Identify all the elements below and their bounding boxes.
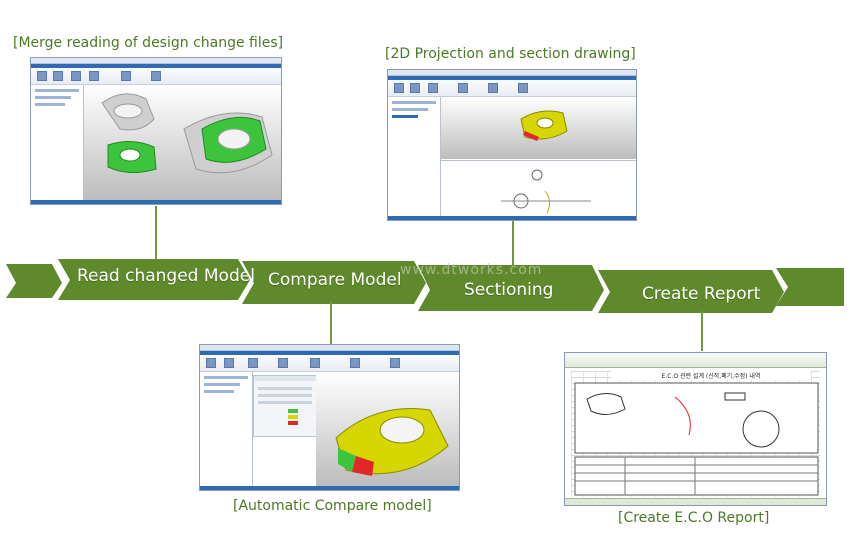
screenshot-automatic-compare — [199, 344, 460, 491]
compare-settings-panel — [253, 375, 317, 437]
eco-sheet-title: E.C.O 관련 설계 (신작,폐기,수정) 내역 — [611, 371, 811, 380]
screenshot-2d-projection — [387, 69, 637, 221]
compare-model-render — [335, 408, 449, 476]
projection-drawing — [501, 169, 591, 214]
caption-create-eco-report: [Create E.C.O Report] — [618, 510, 770, 526]
eco-sketches — [574, 382, 819, 496]
step-chevron-compare — [242, 261, 426, 304]
connector-report — [701, 311, 703, 351]
merged-models-render — [101, 93, 273, 174]
step-chevron-report — [598, 270, 784, 313]
step-label-read-changed-model: Read changed Model — [77, 266, 255, 286]
screenshot-eco-report: E.C.O 관련 설계 (신작,폐기,수정) 내역 — [564, 352, 827, 506]
step-label-sectioning: Sectioning — [464, 280, 554, 300]
connector-merge — [155, 206, 157, 260]
connector-compare — [330, 302, 332, 344]
connector-projection — [512, 221, 514, 266]
caption-merge-reading: [Merge reading of design change files] — [13, 35, 284, 51]
watermark-text: www.dtworks.com — [400, 262, 543, 278]
step-chevron-read — [58, 259, 250, 300]
step-chevron-sectioning — [418, 265, 604, 311]
ribbon-end-segment — [776, 268, 844, 306]
caption-automatic-compare: [Automatic Compare model] — [233, 498, 432, 514]
section-model-render — [520, 110, 568, 141]
screenshot-merge-reading — [30, 57, 282, 205]
caption-2d-projection: [2D Projection and section drawing] — [385, 46, 636, 62]
step-label-compare-model: Compare Model — [268, 270, 402, 290]
ribbon-start-segment — [6, 264, 62, 298]
step-label-create-report: Create Report — [642, 284, 761, 304]
